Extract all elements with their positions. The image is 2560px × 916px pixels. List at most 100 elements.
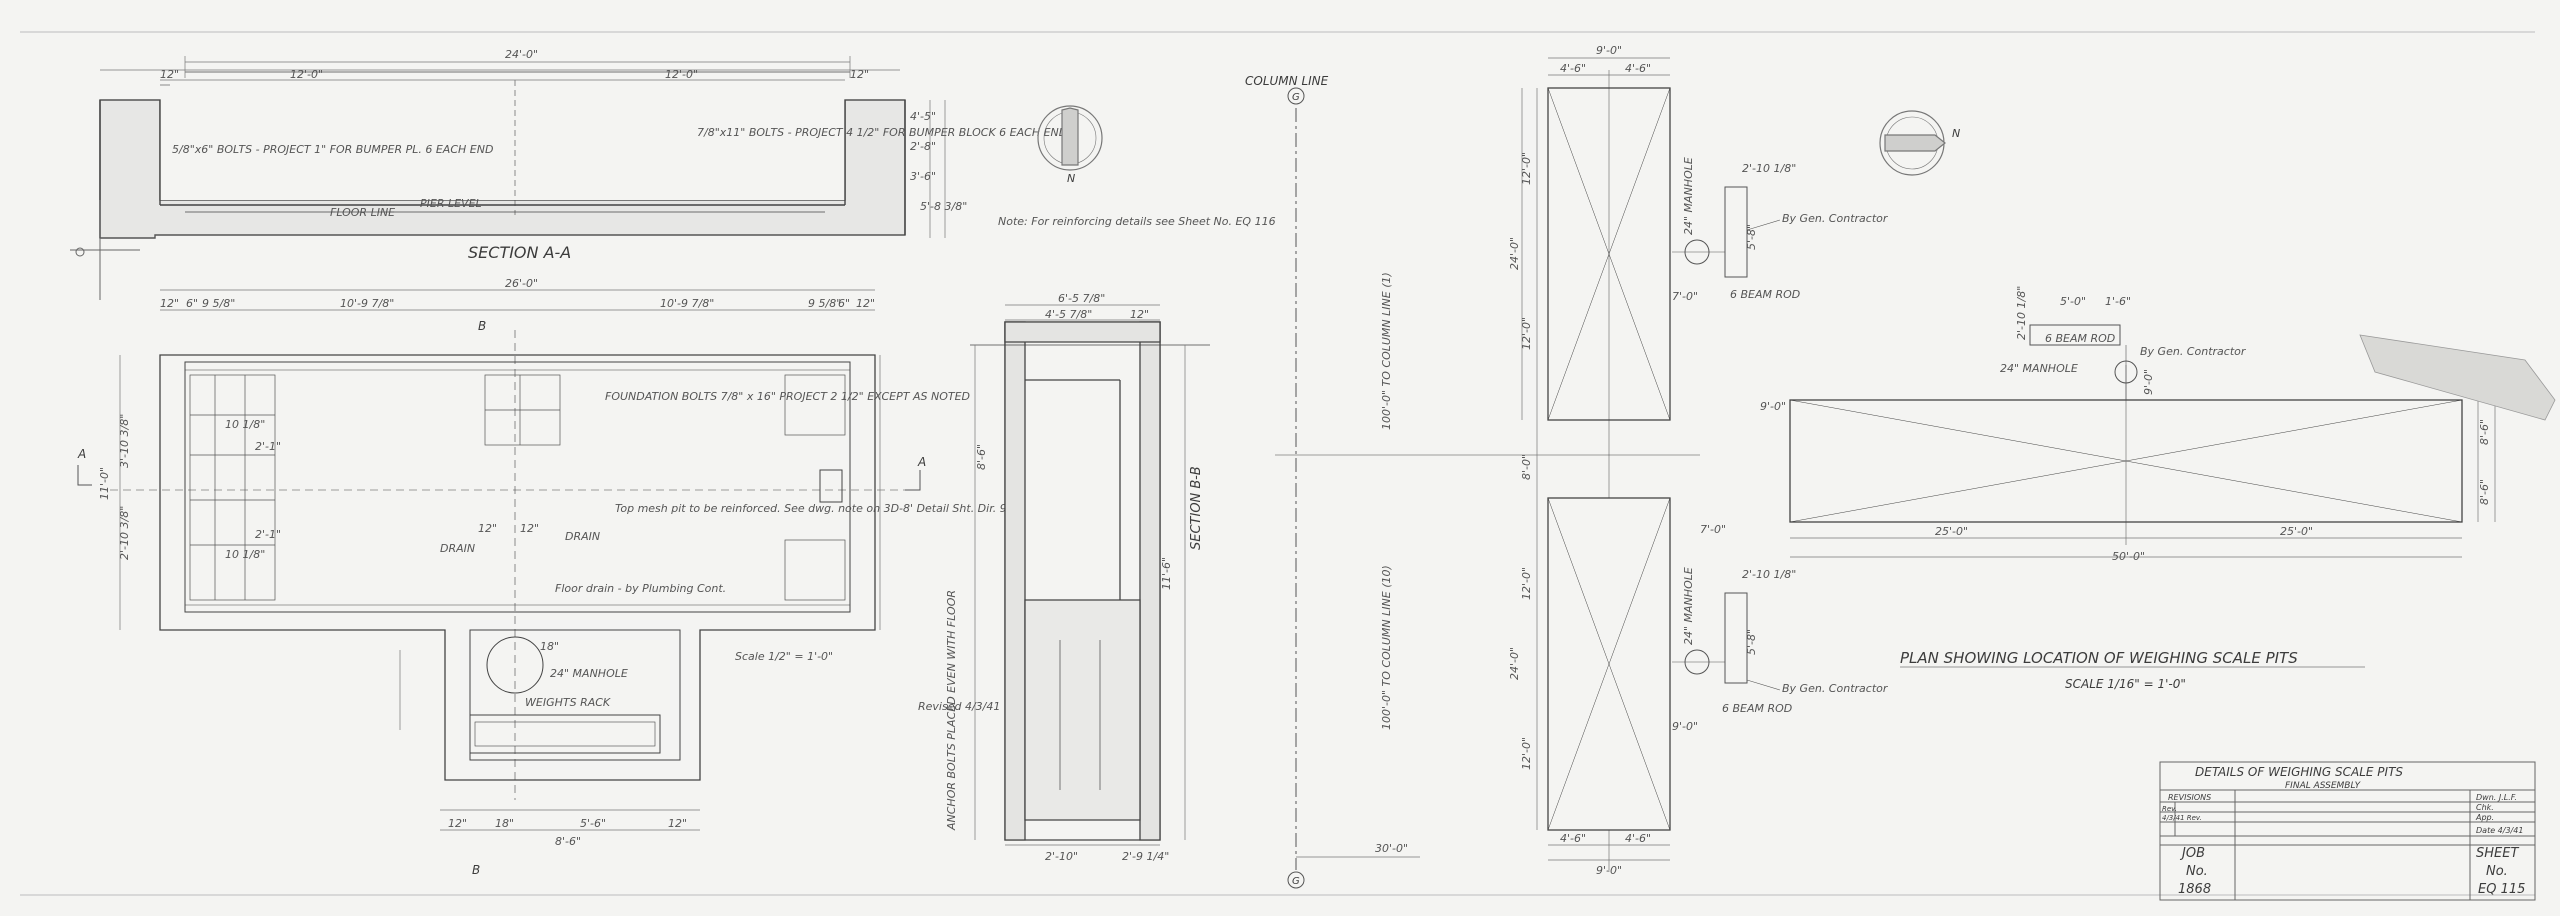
plan-dim-l0: 3'-10 3/8" <box>118 414 131 468</box>
plan-dim-t1: 6" <box>186 297 198 310</box>
left-pits-dim-sm3: 5'-8" <box>1745 629 1758 655</box>
title-block-job-no: 1868 <box>2178 882 2211 897</box>
left-pit-lower-accessory <box>1672 592 1781 691</box>
title-block-revisions: REVISIONS <box>2168 793 2211 802</box>
section-marker-a-left <box>77 465 92 486</box>
title-block-subtitle: FINAL ASSEMBLY <box>2285 781 2362 791</box>
section-bb-title: SECTION B-B <box>1189 466 1204 550</box>
title-block-job-no-label: No. <box>2186 864 2208 879</box>
column-dim-2: 100'-0" TO COLUMN LINE (10) <box>1380 565 1393 730</box>
plan-dim-b3: 12" <box>668 817 687 830</box>
plan-manhole: 24" MANHOLE <box>550 667 628 680</box>
left-pits <box>1275 70 1700 870</box>
section-aa-dim-r2: 2'-8" <box>910 140 936 153</box>
column-g-top: G <box>1292 92 1300 103</box>
left-pits-by-gen-upper: By Gen. Contractor <box>1782 212 1889 225</box>
plan-dim-i0: 10 1/8" <box>225 418 265 431</box>
right-pit-dim-r1: 8'-6" <box>2478 479 2491 505</box>
section-aa-dim-r3: 3'-6" <box>910 170 936 183</box>
left-pits-dim-lu0: 12'-0" <box>1520 152 1533 185</box>
section-aa-dim-end-right: 12" <box>850 68 869 81</box>
right-pit-dim-top-v: 9'-0" <box>2142 369 2155 395</box>
plan-manhole-dim: 18" <box>540 640 559 653</box>
plan-dim-t3: 10'-9 7/8" <box>340 297 394 310</box>
left-pits-manhole-lower: 24" MANHOLE <box>1682 567 1695 645</box>
north-arrow-right <box>1879 110 1946 176</box>
title-block <box>2159 761 2536 901</box>
left-pits-dim-s2: 9'-0" <box>1672 720 1698 733</box>
plan-dim-l1: 2'-10 3/8" <box>118 506 131 560</box>
plan-dim-overall: 26'-0" <box>505 277 538 290</box>
right-pit-dims <box>1790 400 2496 558</box>
left-pits-dim-sm2: 5'-8" <box>1745 224 1758 250</box>
left-pits-dim-t1: 4'-6" <box>1625 62 1651 75</box>
left-pits-dim-top: 9'-0" <box>1596 44 1622 57</box>
title-block-date: Date 4/3/41 <box>2476 826 2523 835</box>
column-line <box>1287 87 1420 889</box>
right-pit-dim-sm2: 2'-10 1/8" <box>2015 286 2028 340</box>
plan-dim-b0: 12" <box>448 817 467 830</box>
north-arrow-left <box>1037 105 1103 171</box>
plan-dim-t0: 12" <box>160 297 179 310</box>
section-bb <box>970 321 1210 841</box>
title-block-chk: Chk. <box>2476 803 2494 812</box>
plan-drain-left: DRAIN <box>440 542 475 555</box>
plan-dim-bottom-total: 8'-6" <box>555 835 581 848</box>
section-bb-dim-top: 6'-5 7/8" <box>1058 292 1105 305</box>
section-bb-dim-t0: 4'-5 7/8" <box>1045 308 1092 321</box>
plan-dim-t2: 9 5/8" <box>202 297 235 310</box>
note-center: Note: For reinforcing details see Sheet … <box>998 215 1276 228</box>
section-aa-dim-r1: 4'-5" <box>910 110 936 123</box>
left-pits-dim-gap: 8'-0" <box>1520 454 1533 480</box>
section-aa-dim-left: 12'-0" <box>290 68 323 81</box>
right-pit-by-gen: By Gen. Contractor <box>2140 345 2247 358</box>
section-bb-dim-t1: 12" <box>1130 308 1149 321</box>
plan-dim-c0: 12" <box>478 522 497 535</box>
left-pits-dim-ll0: 12'-0" <box>1520 567 1533 600</box>
dim-30: 30'-0" <box>1375 842 1408 855</box>
section-aa <box>99 71 906 239</box>
left-pits-by-gen-lower: By Gen. Contractor <box>1782 682 1889 695</box>
title-block-sheet-label: SHEET <box>2476 846 2519 861</box>
column-dim-1: 100'-0" TO COLUMN LINE (1) <box>1380 272 1393 430</box>
column-line-label: COLUMN LINE <box>1245 74 1329 88</box>
title-block-dwn: Dwn. J.L.F. <box>2476 793 2517 802</box>
left-pits-dim-s3: 9'-0" <box>1760 400 1786 413</box>
left-pits-dim-lu1: 24'-0" <box>1508 237 1521 270</box>
plan-section-b-top: B <box>478 319 486 333</box>
section-marker-aa-left <box>70 200 140 300</box>
section-aa-dim-end-left: 12" <box>160 68 179 81</box>
right-pit-dim-r0: 8'-6" <box>2478 419 2491 445</box>
section-aa-dim-r4: 5'-8 3/8" <box>920 200 967 213</box>
title-block-rev-1: 4/3/41 Rev. <box>2162 814 2202 822</box>
section-bb-side-note: ANCHOR BOLTS PLACED EVEN WITH FLOOR <box>945 590 958 831</box>
section-bb-dim-l0: 8'-6" <box>975 444 988 470</box>
plan-section-b-bottom: B <box>472 863 480 877</box>
left-pits-rod-upper: 6 BEAM ROD <box>1730 288 1800 301</box>
section-aa-title: SECTION A-A <box>468 243 571 262</box>
section-aa-dims <box>100 56 946 238</box>
left-pits-dim-b1: 4'-6" <box>1625 832 1651 845</box>
title-block-title: DETAILS OF WEIGHING SCALE PITS <box>2195 765 2403 779</box>
plan-dim-i2: 10 1/8" <box>225 548 265 561</box>
right-pit <box>1789 365 2463 545</box>
north-label-right: N <box>1952 127 1960 140</box>
title-block-job-label: JOB <box>2179 846 2205 861</box>
north-label-left: N <box>1067 172 1075 185</box>
column-g-bottom: G <box>1292 876 1300 887</box>
left-pits-dims <box>1521 57 1670 861</box>
left-pits-dim-lu2: 12'-0" <box>1520 317 1533 350</box>
right-pit-dim-total: 50'-0" <box>2112 550 2145 563</box>
section-marker-a-right <box>905 470 921 491</box>
left-pits-dim-s0: 7'-0" <box>1672 290 1698 303</box>
plan-dim-b1: 18" <box>495 817 514 830</box>
left-pits-dim-s1: 7'-0" <box>1700 523 1726 536</box>
left-pits-dim-sm0: 2'-10 1/8" <box>1742 162 1796 175</box>
section-aa-dim-right: 12'-0" <box>665 68 698 81</box>
left-pits-dim-ll1: 24'-0" <box>1508 647 1521 680</box>
left-pits-rod-lower: 6 BEAM ROD <box>1722 702 1792 715</box>
right-pit-dim-right: 25'-0" <box>2280 525 2313 538</box>
right-pit-manhole: 24" MANHOLE <box>2000 362 2078 375</box>
plan-dims <box>119 289 881 831</box>
